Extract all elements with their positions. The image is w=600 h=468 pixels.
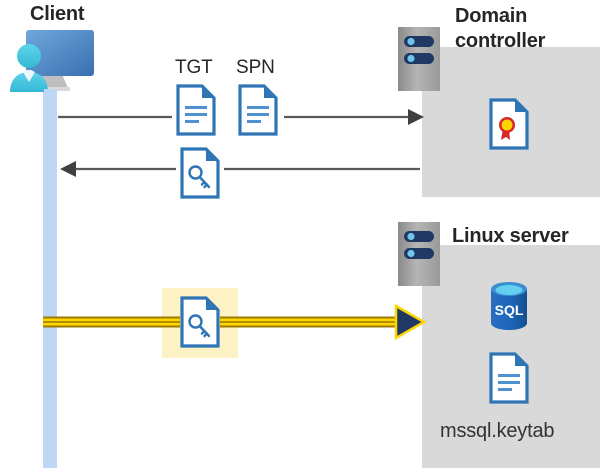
keytab-filename-label: mssql.keytab [440, 420, 555, 442]
page-title-domain-controller: Domain controller [455, 5, 546, 52]
service-ticket-arrow [43, 303, 427, 341]
request-arrow [58, 109, 424, 125]
page-title-client: Client [30, 3, 85, 25]
document-icon [489, 352, 529, 404]
sql-database-icon: SQL [491, 282, 527, 330]
user-computer-icon [10, 30, 94, 96]
document-icon [176, 84, 216, 136]
key-document-icon [180, 296, 220, 348]
server-icon [398, 222, 440, 286]
document-icon [238, 84, 278, 136]
client-lifeline [43, 84, 57, 468]
server-icon [398, 27, 440, 91]
page-title-linux-server: Linux server [452, 225, 569, 247]
key-document-icon [180, 147, 220, 199]
tgt-label: TGT [175, 57, 213, 78]
certificate-icon [489, 98, 529, 150]
spn-label: SPN [236, 57, 275, 78]
response-arrow [60, 161, 420, 177]
svg-text:SQL: SQL [495, 302, 524, 318]
